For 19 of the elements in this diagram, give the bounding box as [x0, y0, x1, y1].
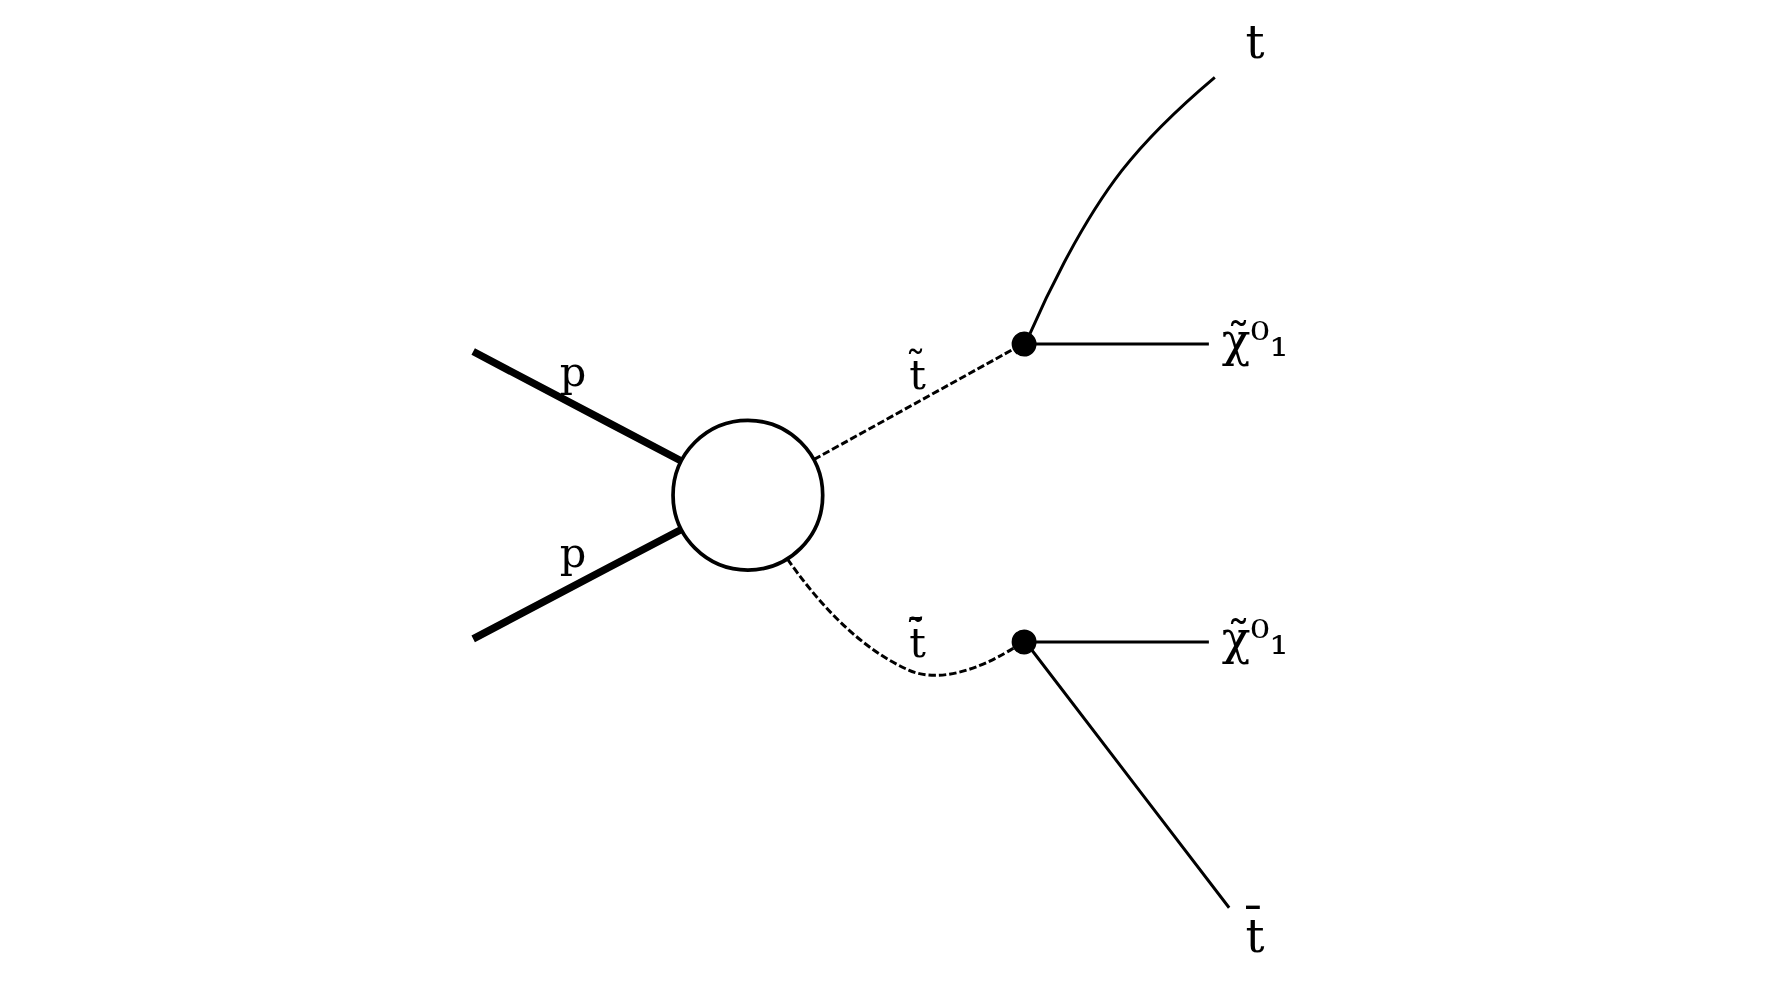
edge-label: t̃̄	[908, 618, 926, 668]
node-text: χ̃⁰₁	[1221, 312, 1289, 368]
edge-label: p	[559, 527, 586, 577]
connector	[785, 558, 1014, 677]
connector	[1035, 640, 1209, 644]
node-dot	[1011, 331, 1037, 357]
node-dot	[1011, 629, 1037, 655]
connector	[812, 348, 1014, 461]
connector	[1028, 76, 1216, 335]
connector	[1030, 649, 1230, 909]
connector	[470, 526, 683, 643]
edge-label: p	[559, 347, 586, 397]
node-text: t̄	[1245, 907, 1265, 963]
node-text: χ̃⁰₁	[1221, 609, 1289, 665]
connector	[1035, 342, 1209, 346]
node-circle	[670, 418, 825, 572]
edge-label: t̃	[908, 350, 926, 400]
connector	[470, 348, 683, 465]
node-text: t	[1245, 14, 1265, 70]
